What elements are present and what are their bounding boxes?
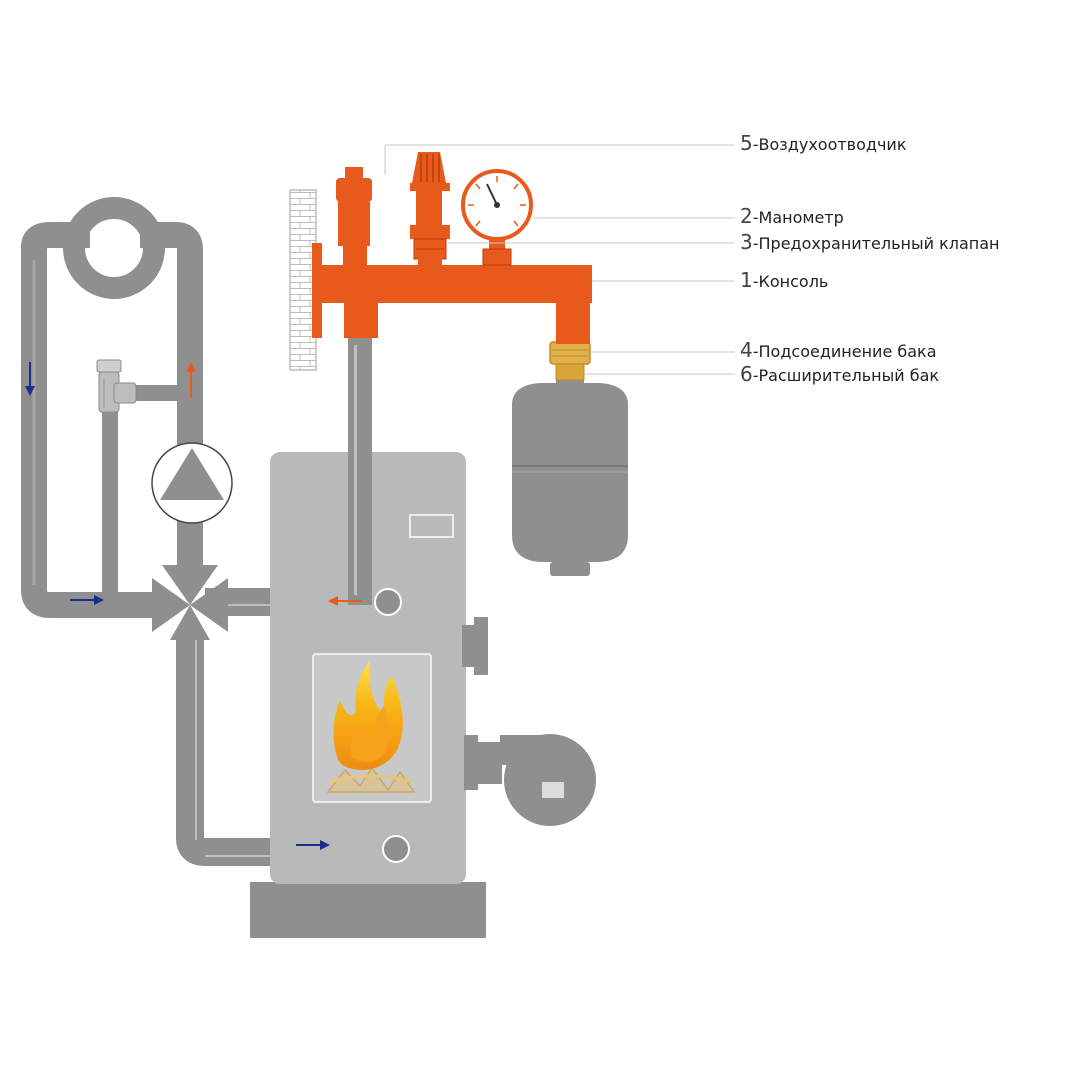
label-number: 6	[740, 362, 753, 386]
arrow-down-cold-icon	[25, 362, 35, 396]
label-tank-connector: 4-Подсоединение бака	[740, 340, 937, 362]
bypass-valve-icon	[96, 359, 137, 413]
label-number: 2	[740, 204, 753, 228]
label-text: -Расширительный бак	[752, 366, 940, 385]
safety-group-console	[312, 243, 592, 344]
label-number: 3	[740, 230, 753, 254]
label-number: 4	[740, 338, 753, 362]
label-console: 1-Консоль	[740, 270, 828, 292]
leader-air-vent	[384, 144, 735, 175]
label-expansion-tank: 6-Расширительный бак	[740, 364, 939, 386]
leader-lines	[384, 144, 735, 375]
label-text: -Манометр	[752, 208, 844, 227]
label-number: 5	[740, 131, 753, 155]
arrow-up-hot-icon	[186, 362, 196, 398]
air-vent-icon	[336, 167, 372, 267]
mixing-valve-icon	[152, 565, 228, 640]
label-text: -Воздухоотводчик	[752, 135, 907, 154]
label-text: -Консоль	[752, 272, 829, 291]
supply-riser	[348, 335, 372, 605]
flow-arrows	[25, 362, 362, 850]
burner-fan-icon	[464, 734, 596, 826]
label-air-vent: 5-Воздухоотводчик	[740, 133, 906, 155]
tank-connector-icon	[549, 341, 591, 381]
manometer-icon	[461, 169, 533, 266]
radiator-ring	[63, 197, 165, 299]
arrow-right-cold-bottom-icon	[296, 840, 330, 850]
safety-valve-icon	[410, 152, 450, 266]
label-manometer: 2-Манометр	[740, 206, 844, 228]
boiler	[250, 452, 596, 938]
label-number: 1	[740, 268, 753, 292]
firewood-icon	[326, 766, 416, 793]
label-text: -Предохранительный клапан	[752, 234, 1000, 253]
expansion-tank	[512, 378, 628, 576]
label-text: -Подсоединение бака	[752, 342, 937, 361]
arrow-right-cold-icon	[70, 595, 104, 605]
wall	[289, 189, 317, 371]
arrow-left-hot-icon	[328, 596, 362, 606]
flame-icon	[333, 660, 403, 770]
boiler-base	[250, 882, 486, 938]
heating-loop	[21, 197, 395, 866]
label-safety-valve: 3-Предохранительный клапан	[740, 232, 1000, 254]
pump-icon	[151, 442, 233, 524]
